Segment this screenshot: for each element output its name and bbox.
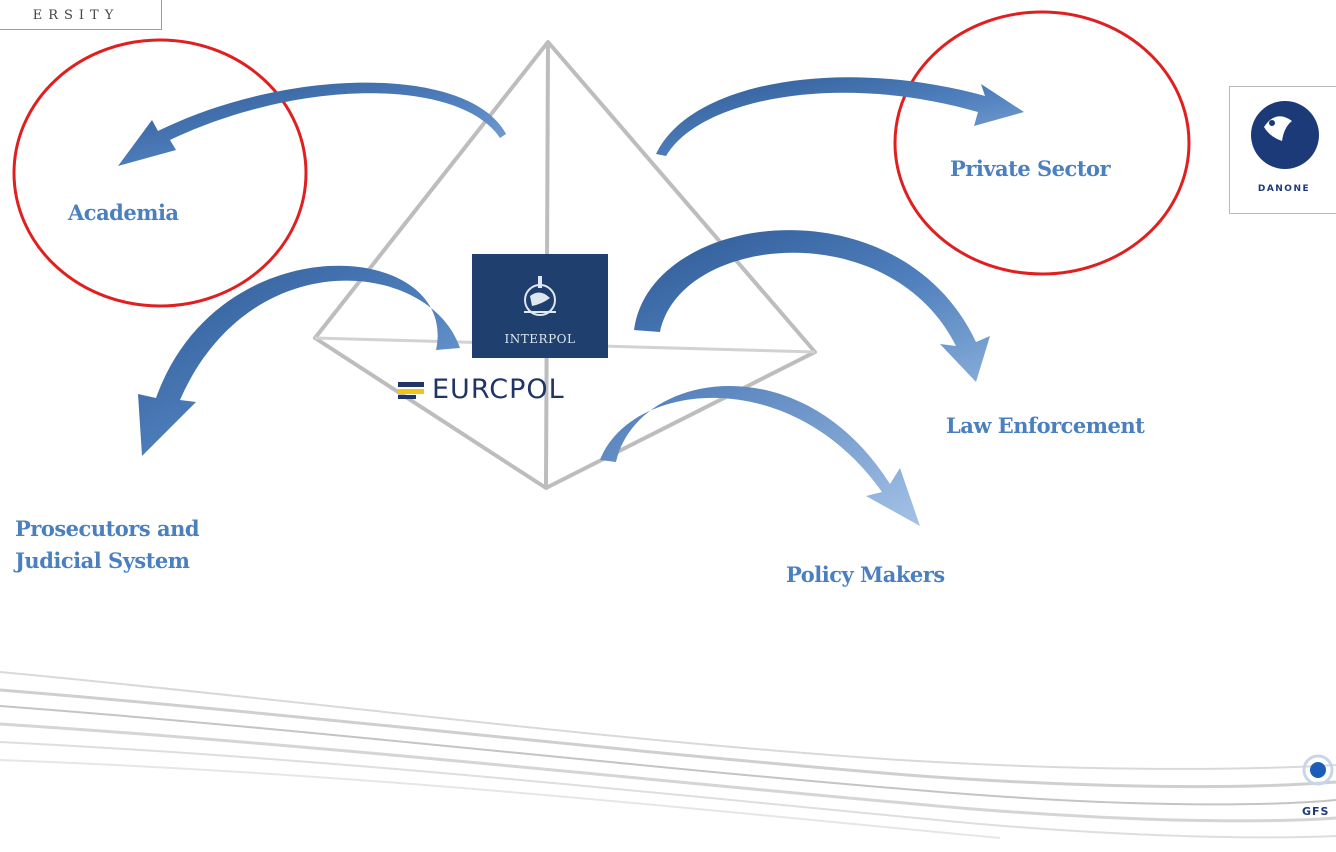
academia-highlight-circle [12,38,308,308]
prosecutors-label-line1: Prosecutors and [15,516,200,541]
arrow-to-prosecutors [138,265,460,456]
danone-text: DANONE [1257,184,1311,194]
academia-label: Academia [68,200,179,225]
private-sector-label: Private Sector [950,156,1111,181]
gfs-logo-icon [1302,754,1334,786]
law-enforcement-label: Law Enforcement [946,413,1145,438]
danone-logo: DANONE [1229,86,1336,214]
private-sector-highlight-circle [893,10,1191,276]
interpol-emblem-icon [524,276,556,316]
danone-emblem-icon [1251,101,1319,169]
europol-flag-icon [398,382,424,399]
arrow-to-academia [118,82,506,166]
university-logo: ERSITY [0,0,162,30]
prosecutors-label: Prosecutors and Judicial System [15,513,200,577]
policy-makers-label: Policy Makers [786,562,945,587]
europol-text: EURCPOL [432,374,565,405]
arrow-to-private-sector [656,77,1024,156]
interpol-logo: INTERPOL [472,254,608,358]
gfs-text: GFS [1302,805,1330,818]
arrow-to-law-enforcement [634,230,990,382]
prosecutors-label-line2: Judicial System [15,548,190,573]
interpol-text: INTERPOL [504,332,576,346]
arrow-to-policy-makers [600,385,920,526]
university-logo-text: ERSITY [32,8,120,23]
bottom-wave-decoration [0,671,1336,839]
